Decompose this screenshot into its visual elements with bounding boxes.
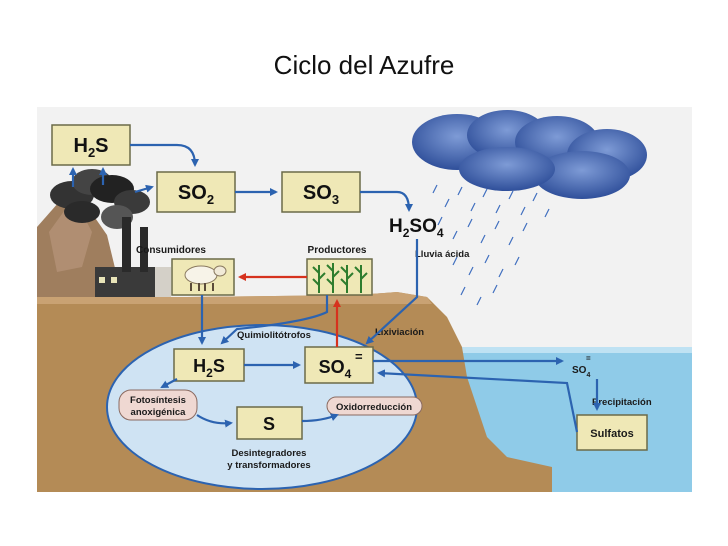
arrow-h2s-so2: [130, 143, 199, 167]
sulfatos-box: Sulfatos: [576, 414, 648, 451]
arrow-productores-h2s: [220, 295, 329, 345]
sulfatos-label: Sulfatos: [590, 428, 633, 440]
lluvia-acida-label: Lluvia ácida: [415, 249, 470, 260]
arrow-fotosintesis-s: [196, 414, 233, 428]
arrow-h2s-fotosintesis: [160, 378, 178, 388]
factory: [95, 217, 171, 297]
h2s-top-label: H2S: [73, 135, 108, 160]
h2s-cycle-label: H2S: [193, 356, 225, 380]
page-title: Ciclo del Azufre: [273, 50, 455, 80]
s-label: S: [263, 414, 275, 434]
rain: [432, 184, 550, 306]
so2-label: SO2: [178, 182, 214, 207]
consumidores-box: [171, 258, 235, 296]
oxidorreduccion-pill: Oxidorreducción: [326, 396, 423, 416]
arrow-so3-h2so4: [360, 190, 413, 212]
s-box: S: [236, 406, 303, 440]
precipitacion-label: Precipitación: [592, 397, 652, 408]
lixiviacion-label: Lixiviación: [375, 327, 424, 338]
so4-sea-label: SO4: [572, 365, 590, 379]
so4-sea-charge: =: [586, 354, 591, 363]
transformadores-label: y transformadores: [227, 460, 310, 471]
so4-cycle-box: SO4 =: [304, 346, 374, 384]
svg-text:Fotosíntesis: Fotosíntesis: [130, 395, 186, 406]
h2s-top-box: H2S: [51, 124, 131, 166]
h2s-cycle-box: H2S: [173, 348, 245, 382]
rain-cloud-icon: [412, 110, 647, 199]
arrow-h2so4-so4: [365, 239, 419, 345]
arrow-smoke-so2: [134, 184, 154, 194]
svg-text:anoxigénica: anoxigénica: [131, 407, 187, 418]
svg-text:Oxidorreducción: Oxidorreducción: [336, 402, 412, 413]
desintegradores-label: Desintegradores: [232, 448, 307, 459]
productores-label: Productores: [308, 245, 367, 256]
quimiolitotrofos-label: Quimiolitótrofos: [237, 330, 311, 341]
arrows: [69, 143, 601, 433]
sulfur-cycle-diagram: H2S SO2 SO3 H2SO4 Consumidores Productor…: [37, 107, 692, 492]
so3-box: SO3: [281, 171, 361, 213]
arrow-s-oxidorreduccion: [301, 413, 339, 423]
so3-label: SO3: [303, 182, 339, 207]
h2so4-label: H2SO4: [389, 216, 444, 240]
so4-cycle-label: SO4: [319, 357, 352, 381]
productores-box: [306, 258, 373, 296]
so2-box: SO2: [156, 171, 236, 213]
so4-cycle-charge: =: [355, 349, 363, 364]
sheep-icon: [184, 265, 227, 291]
arrow-sulfatos-so4: [377, 369, 579, 433]
sea-surface: [457, 347, 692, 353]
consumidores-label: Consumidores: [136, 245, 206, 256]
red-arrows: [238, 273, 341, 347]
plants-icon: [312, 263, 368, 293]
fotosintesis-pill: Fotosíntesis anoxigénica: [118, 389, 198, 421]
